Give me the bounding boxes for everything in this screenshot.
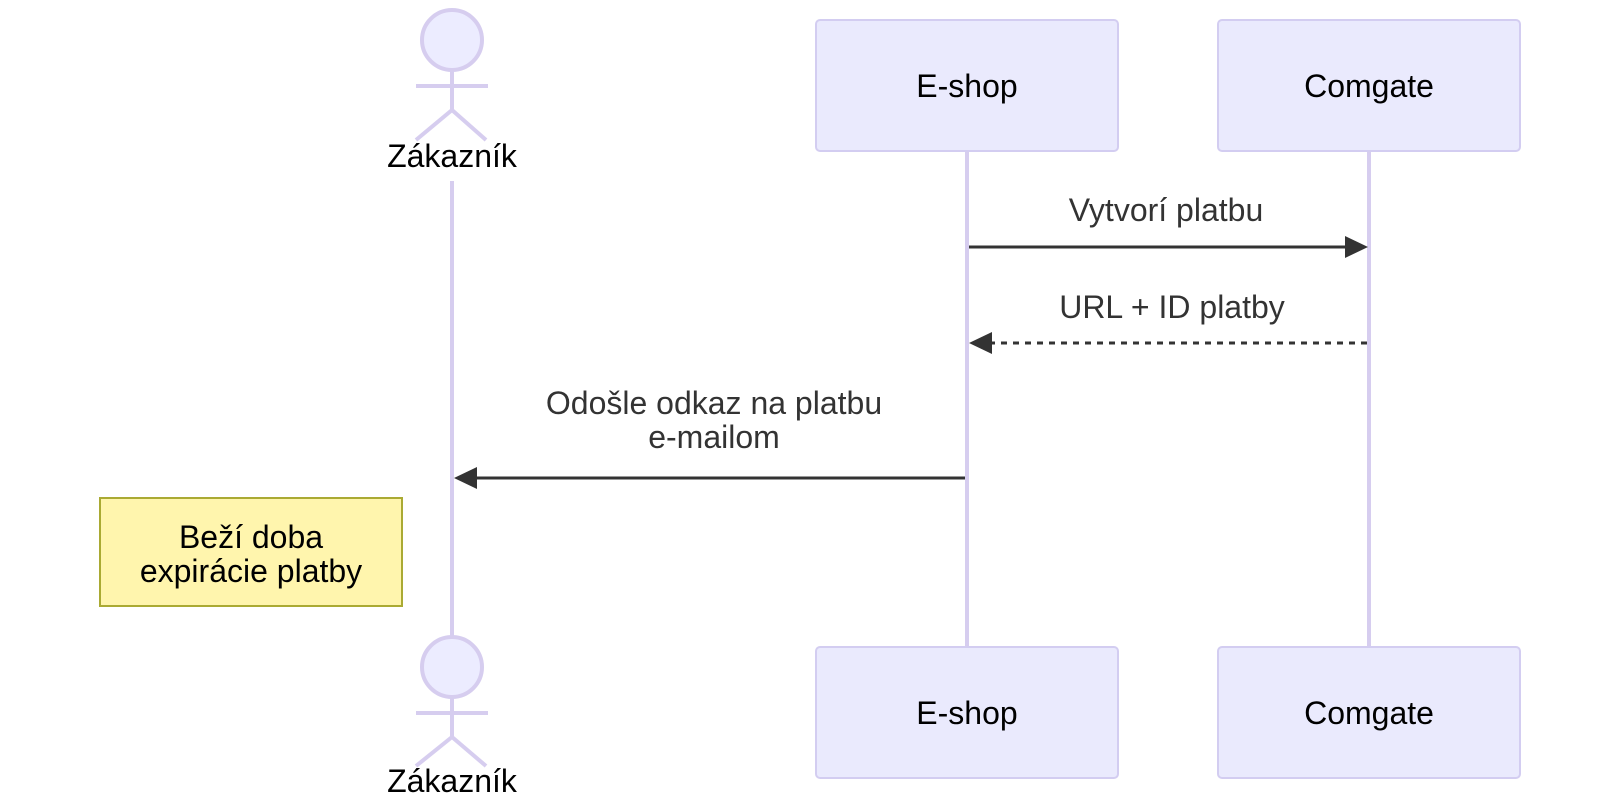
message-create-payment: Vytvorí platbu (969, 192, 1368, 258)
note-expiration: Beží doba expirácie platby (99, 497, 403, 607)
message-send-link: Odošle odkaz na platbu e-mailom (454, 385, 965, 489)
arrow-left-icon (454, 467, 477, 489)
note-line2: expirácie platby (140, 553, 362, 589)
message-create-payment-label: Vytvorí platbu (1069, 192, 1263, 228)
actor-customer-label-bottom: Zákazník (387, 763, 518, 796)
participant-eshop-top: E-shop (815, 19, 1119, 152)
actor-customer-top: Zákazník (387, 8, 518, 174)
actor-customer-label-top: Zákazník (387, 138, 518, 174)
message-url-id-label: URL + ID platby (1059, 289, 1285, 325)
arrow-left-icon (969, 332, 992, 354)
message-send-link-label-line2: e-mailom (648, 419, 780, 455)
actor-head-icon (420, 8, 484, 72)
participant-comgate-top: Comgate (1217, 19, 1521, 152)
actor-customer-bottom: Zákazník (387, 635, 518, 796)
participant-eshop-bottom: E-shop (815, 646, 1119, 779)
actor-head-icon (420, 635, 484, 699)
note-line1: Beží doba (179, 519, 323, 555)
participant-comgate-label-bottom: Comgate (1304, 695, 1434, 731)
message-url-id: URL + ID platby (969, 289, 1367, 354)
arrow-right-icon (1345, 236, 1368, 258)
participant-comgate-bottom: Comgate (1217, 646, 1521, 779)
participant-comgate-label-top: Comgate (1304, 68, 1434, 104)
participant-eshop-label-bottom: E-shop (916, 695, 1017, 731)
message-send-link-label-line1: Odošle odkaz na platbu (546, 385, 882, 421)
participant-eshop-label-top: E-shop (916, 68, 1017, 104)
